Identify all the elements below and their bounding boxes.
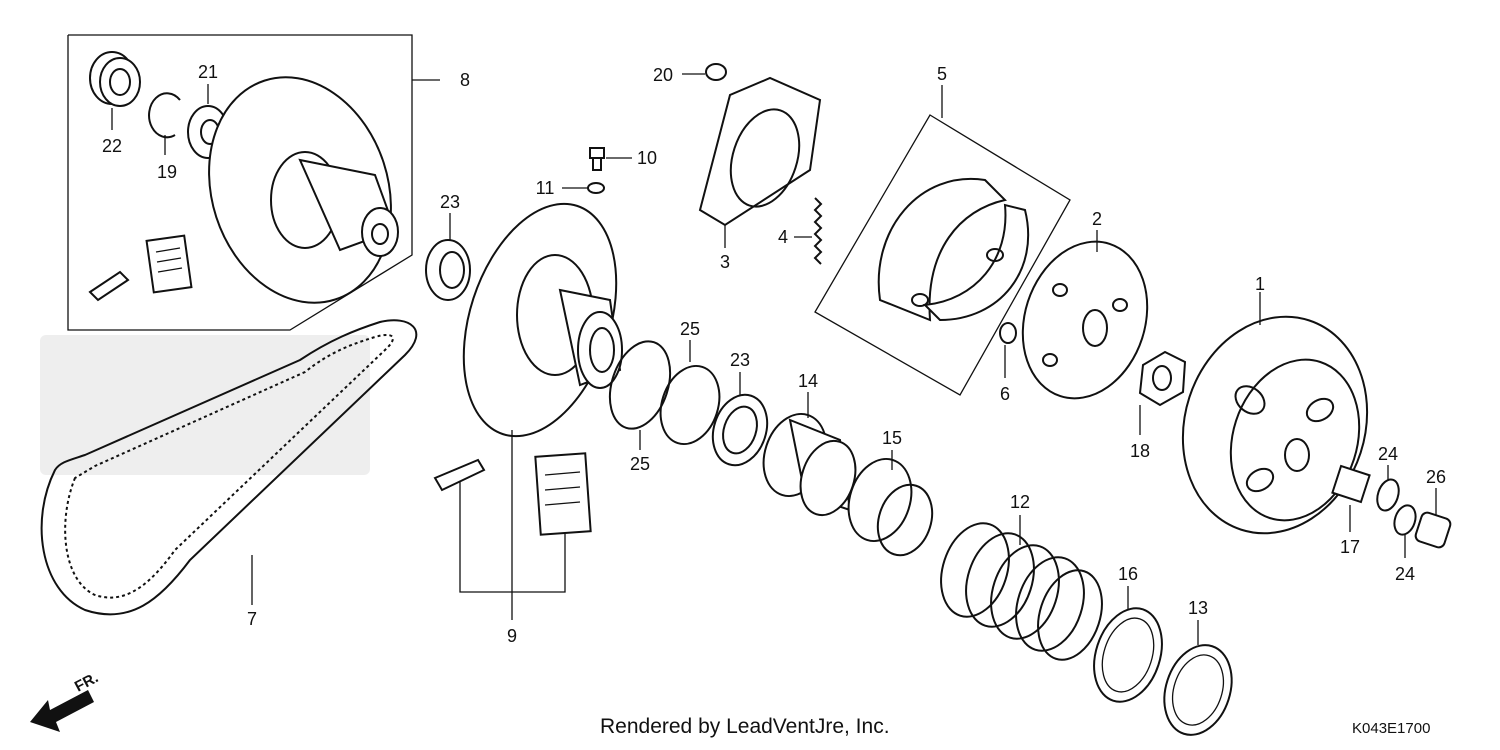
callout-12: 12 xyxy=(1010,492,1030,512)
callout-9: 9 xyxy=(507,626,517,646)
part-16-ring[interactable] xyxy=(1083,599,1174,710)
callout-20: 20 xyxy=(653,65,673,85)
callout-7: 7 xyxy=(247,609,257,629)
part-20-clip[interactable] xyxy=(705,63,727,81)
arrow-icon xyxy=(30,690,94,732)
drive-face-pin xyxy=(433,452,592,536)
driven-face-pin xyxy=(88,234,193,302)
part-12-spring[interactable] xyxy=(930,514,1113,668)
callout-23a: 23 xyxy=(440,192,460,212)
callout-23b: 23 xyxy=(730,350,750,370)
callout-3: 3 xyxy=(720,252,730,272)
callout-25a: 25 xyxy=(630,454,650,474)
callout-21: 21 xyxy=(198,62,218,82)
group-box-5 xyxy=(814,114,1071,396)
part-23-oil-seal[interactable] xyxy=(425,239,471,301)
part-6-washer[interactable] xyxy=(999,322,1017,344)
watermark xyxy=(40,335,370,475)
callout-16: 16 xyxy=(1118,564,1138,584)
callout-26: 26 xyxy=(1426,467,1446,487)
part-25-ring-a[interactable] xyxy=(599,334,680,437)
part-8-driven-face[interactable] xyxy=(181,53,419,326)
part-10-bolt[interactable] xyxy=(589,147,605,171)
part-23-seal-b[interactable] xyxy=(704,388,776,473)
callout-24b: 24 xyxy=(1395,564,1415,584)
front-direction-arrow: FR. xyxy=(30,669,101,732)
callout-19: 19 xyxy=(157,162,177,182)
part-2-drive-plate[interactable] xyxy=(1003,225,1167,414)
callout-15: 15 xyxy=(882,428,902,448)
part-15-guide[interactable] xyxy=(838,451,940,562)
part-25-ring-b[interactable] xyxy=(651,358,729,451)
callout-2: 2 xyxy=(1092,209,1102,229)
callout-18: 18 xyxy=(1130,441,1150,461)
callout-1: 1 xyxy=(1255,274,1265,294)
callout-10: 10 xyxy=(637,148,657,168)
callout-22: 22 xyxy=(102,136,122,156)
part-18-nut[interactable] xyxy=(1138,350,1187,407)
callout-25b: 25 xyxy=(680,319,700,339)
direction-label: FR. xyxy=(72,669,101,695)
callout-24a: 24 xyxy=(1378,444,1398,464)
part-7-drive-belt[interactable] xyxy=(40,319,418,616)
part-4-spring[interactable] xyxy=(813,197,823,265)
part-22-needle-bearing[interactable] xyxy=(89,51,141,107)
callout-13: 13 xyxy=(1188,598,1208,618)
part-14-collar[interactable] xyxy=(753,406,864,522)
footer-credit: Rendered by LeadVentJre, Inc. xyxy=(600,715,890,738)
callout-4: 4 xyxy=(778,227,788,247)
callout-11: 11 xyxy=(536,178,555,198)
part-3-plate[interactable] xyxy=(698,76,822,227)
callout-labels: 1 2 3 4 5 6 7 8 9 10 11 12 13 14 15 16 1… xyxy=(102,62,1446,646)
part-24-o-ring-b[interactable] xyxy=(1391,503,1419,538)
part-26-nut[interactable] xyxy=(1414,511,1452,549)
part-17-collar[interactable] xyxy=(1331,464,1371,504)
part-13-ring[interactable] xyxy=(1153,636,1242,743)
callout-17: 17 xyxy=(1340,537,1360,557)
part-9-drive-face[interactable] xyxy=(436,184,643,456)
part-11-washer[interactable] xyxy=(587,182,605,194)
part-1-clutch-outer[interactable] xyxy=(1155,293,1394,558)
part-5-clutch-shoes[interactable] xyxy=(877,177,1030,322)
part-19-circlip[interactable] xyxy=(148,92,181,139)
callout-5: 5 xyxy=(937,64,947,84)
callout-6: 6 xyxy=(1000,384,1010,404)
callout-8: 8 xyxy=(460,70,470,90)
callout-14: 14 xyxy=(798,371,818,391)
diagram-code: K043E1700 xyxy=(1352,720,1430,737)
part-24-o-ring-a[interactable] xyxy=(1374,477,1403,514)
